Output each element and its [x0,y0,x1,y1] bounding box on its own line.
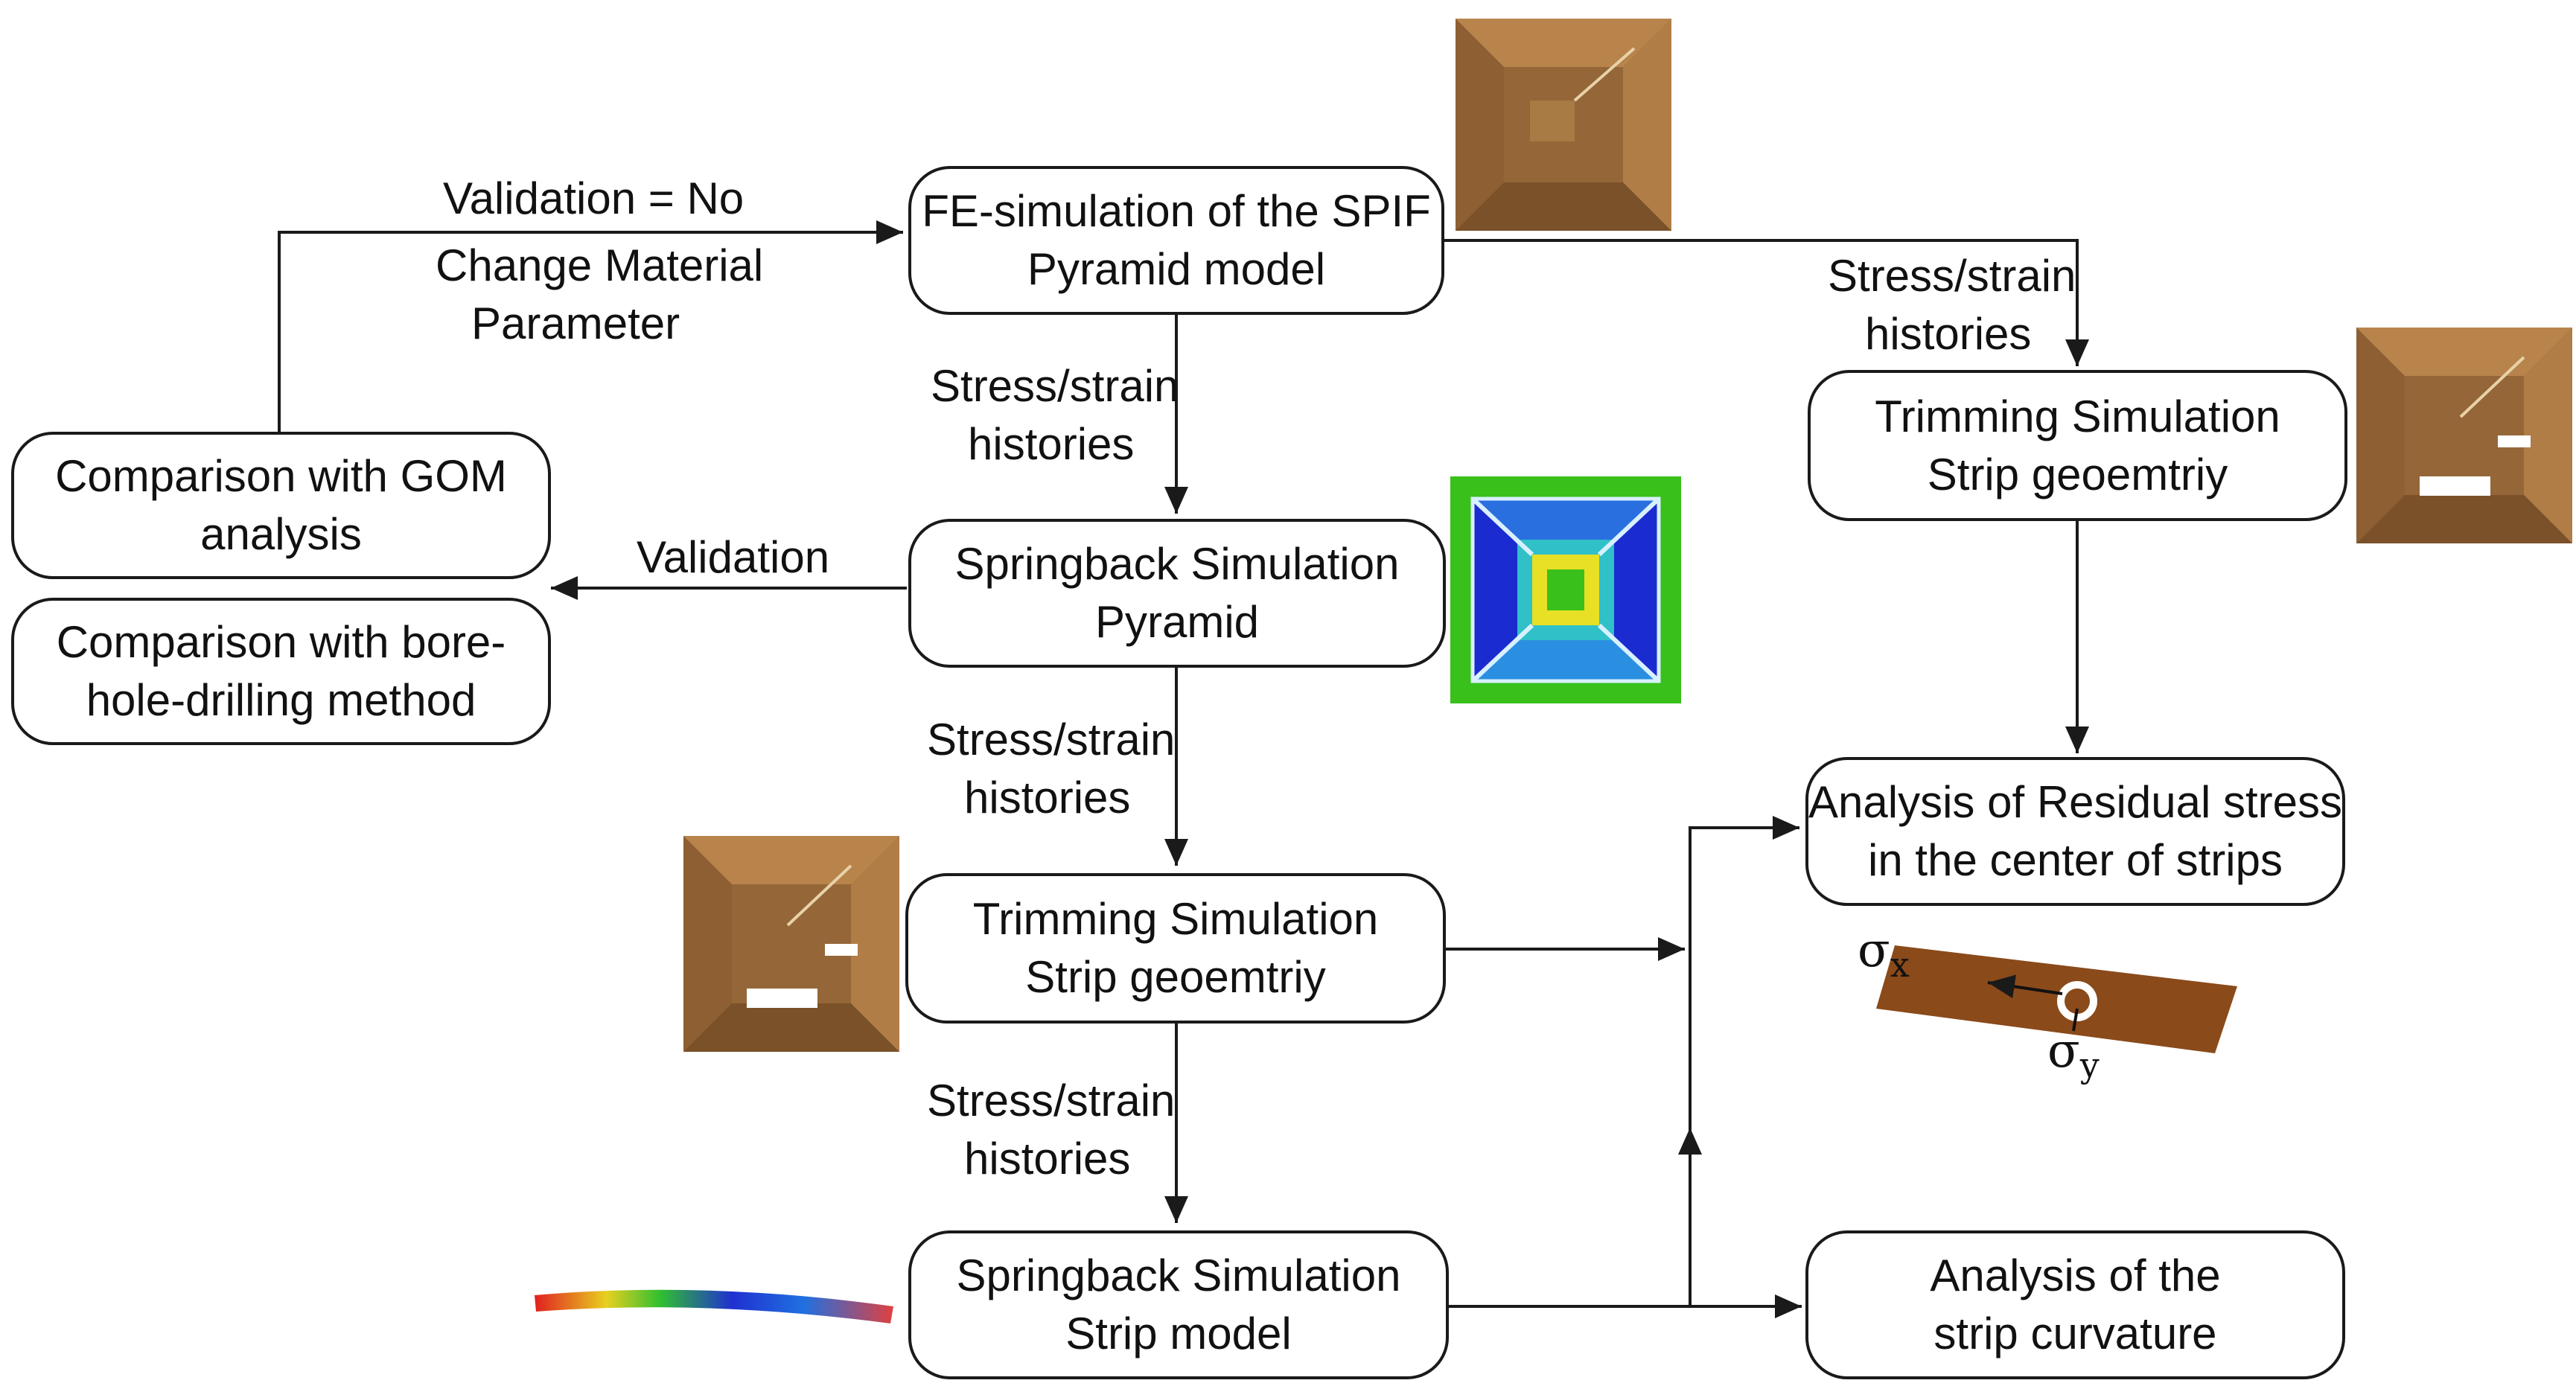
borehole-line2: hole-drilling method [86,675,476,725]
stress-strain-3-line2: histories [964,1134,1131,1184]
borehole-line1: Comparison with bore- [56,617,506,667]
pyramid-image-top [1456,19,1671,231]
trimming-right-line1: Trimming Simulation [1875,391,2280,441]
trimming-mid-line2: Strip geoemtriy [1025,952,1326,1002]
springback-strip-box[interactable]: Springback Simulation Strip model [908,1230,1449,1379]
change-material-label-2: Parameter [471,298,680,348]
arrow-gom-to-fe [278,220,903,432]
sigma-x-symbol: σx [1858,923,1910,985]
stress-strain-4-line2: histories [1865,309,2032,359]
residual-line1: Analysis of Residual stress [1808,777,2342,827]
trimming-mid-line1: Trimming Simulation [972,894,1379,944]
stress-strain-2-line1: Stress/strain [927,715,1176,764]
springback-contour-image [1450,476,1681,703]
sigma-y-symbol: σy [2047,1024,2100,1085]
strip-curvature-box[interactable]: Analysis of the strip curvature [1805,1230,2345,1379]
gom-line1: Comparison with GOM [55,451,507,501]
residual-line2: in the center of strips [1868,835,2283,885]
stress-strain-4-line1: Stress/strain [1828,251,2076,301]
arrow-fe-to-trimming-right [1444,239,2089,366]
validation-label: Validation [637,532,830,582]
change-material-label-1: Change Material [436,240,764,290]
sigma-x-subscript: x [1890,944,1910,985]
borehole-comparison-box[interactable]: Comparison with bore- hole-drilling meth… [11,598,551,745]
springback-strip-line1: Springback Simulation [956,1251,1401,1300]
strip-stress-image [1876,945,2237,1053]
stress-strain-1-line1: Stress/strain [931,361,1179,411]
stress-strain-2-line2: histories [964,773,1131,823]
fe-simulation-line1: FE-simulation of the SPIF [922,186,1431,236]
strip-model-image [535,1289,893,1323]
springback-pyramid-box[interactable]: Springback Simulation Pyramid [908,519,1446,668]
springback-strip-line2: Strip model [1065,1309,1292,1358]
curvature-line1: Analysis of the [1930,1251,2221,1300]
stress-strain-3-line1: Stress/strain [927,1076,1176,1125]
springback-pyramid-line1: Springback Simulation [954,539,1400,589]
stress-strain-1-line2: histories [968,419,1135,469]
trimming-simulation-mid-box[interactable]: Trimming Simulation Strip geoemtriy [905,873,1446,1024]
sigma-y-subscript: y [2079,1044,2100,1085]
pyramid-image-left [683,836,899,1052]
validation-no-label: Validation = No [443,173,745,223]
fe-simulation-box[interactable]: FE-simulation of the SPIF Pyramid model [908,166,1444,315]
trimming-simulation-right-box[interactable]: Trimming Simulation Strip geoemtriy [1808,370,2347,521]
pyramid-image-right [2356,328,2572,543]
gom-line2: analysis [200,509,362,559]
curvature-line2: strip curvature [1933,1309,2217,1358]
springback-pyramid-line2: Pyramid [1094,597,1260,647]
fe-simulation-line2: Pyramid model [1027,244,1326,294]
arrow-bus-to-residual [1689,816,1799,1306]
trimming-right-line2: Strip geoemtriy [1927,449,2228,499]
gom-comparison-box[interactable]: Comparison with GOM analysis [11,432,551,579]
residual-stress-box[interactable]: Analysis of Residual stress in the cente… [1805,757,2345,906]
